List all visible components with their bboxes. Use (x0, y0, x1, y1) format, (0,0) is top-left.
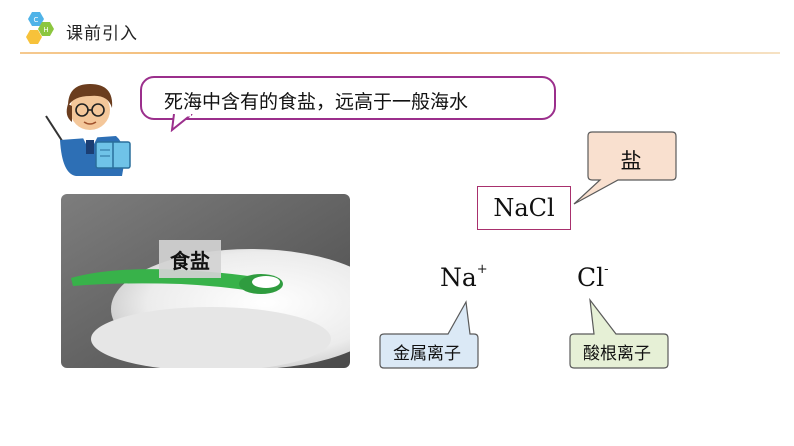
page-title: 课前引入 (66, 24, 138, 44)
chloride-charge: - (604, 261, 609, 277)
speech-text: 死海中含有的食盐，远高于一般海水 (164, 91, 469, 113)
metal-ion-label: 金属离子 (393, 343, 461, 364)
logo-letter-h: H (43, 26, 48, 34)
header-divider (20, 52, 780, 54)
metal-ion-callout-bubble (379, 300, 479, 369)
logo-letter-c: C (34, 16, 39, 24)
nacl-formula-box: NaCl (477, 186, 571, 230)
sodium-charge: + (476, 261, 488, 277)
sodium-ion: Na+ (440, 261, 488, 292)
salt-callout-bubble (573, 131, 677, 205)
chemistry-hexagon-icon: C H (26, 12, 54, 44)
acid-radical-label: 酸根离子 (583, 343, 651, 364)
sodium-symbol: Na (440, 263, 477, 292)
chloride-symbol: Cl (577, 263, 605, 292)
speech-bubble (140, 76, 556, 120)
acid-radical-callout-bubble (569, 297, 669, 369)
teacher-illustration-icon (45, 84, 131, 176)
salt-photo (61, 194, 350, 368)
speech-bubble-tail (170, 114, 193, 132)
salt-photo-label: 食盐 (159, 240, 221, 278)
chloride-ion: Cl- (577, 261, 609, 292)
salt-callout-text: 盐 (620, 149, 642, 173)
